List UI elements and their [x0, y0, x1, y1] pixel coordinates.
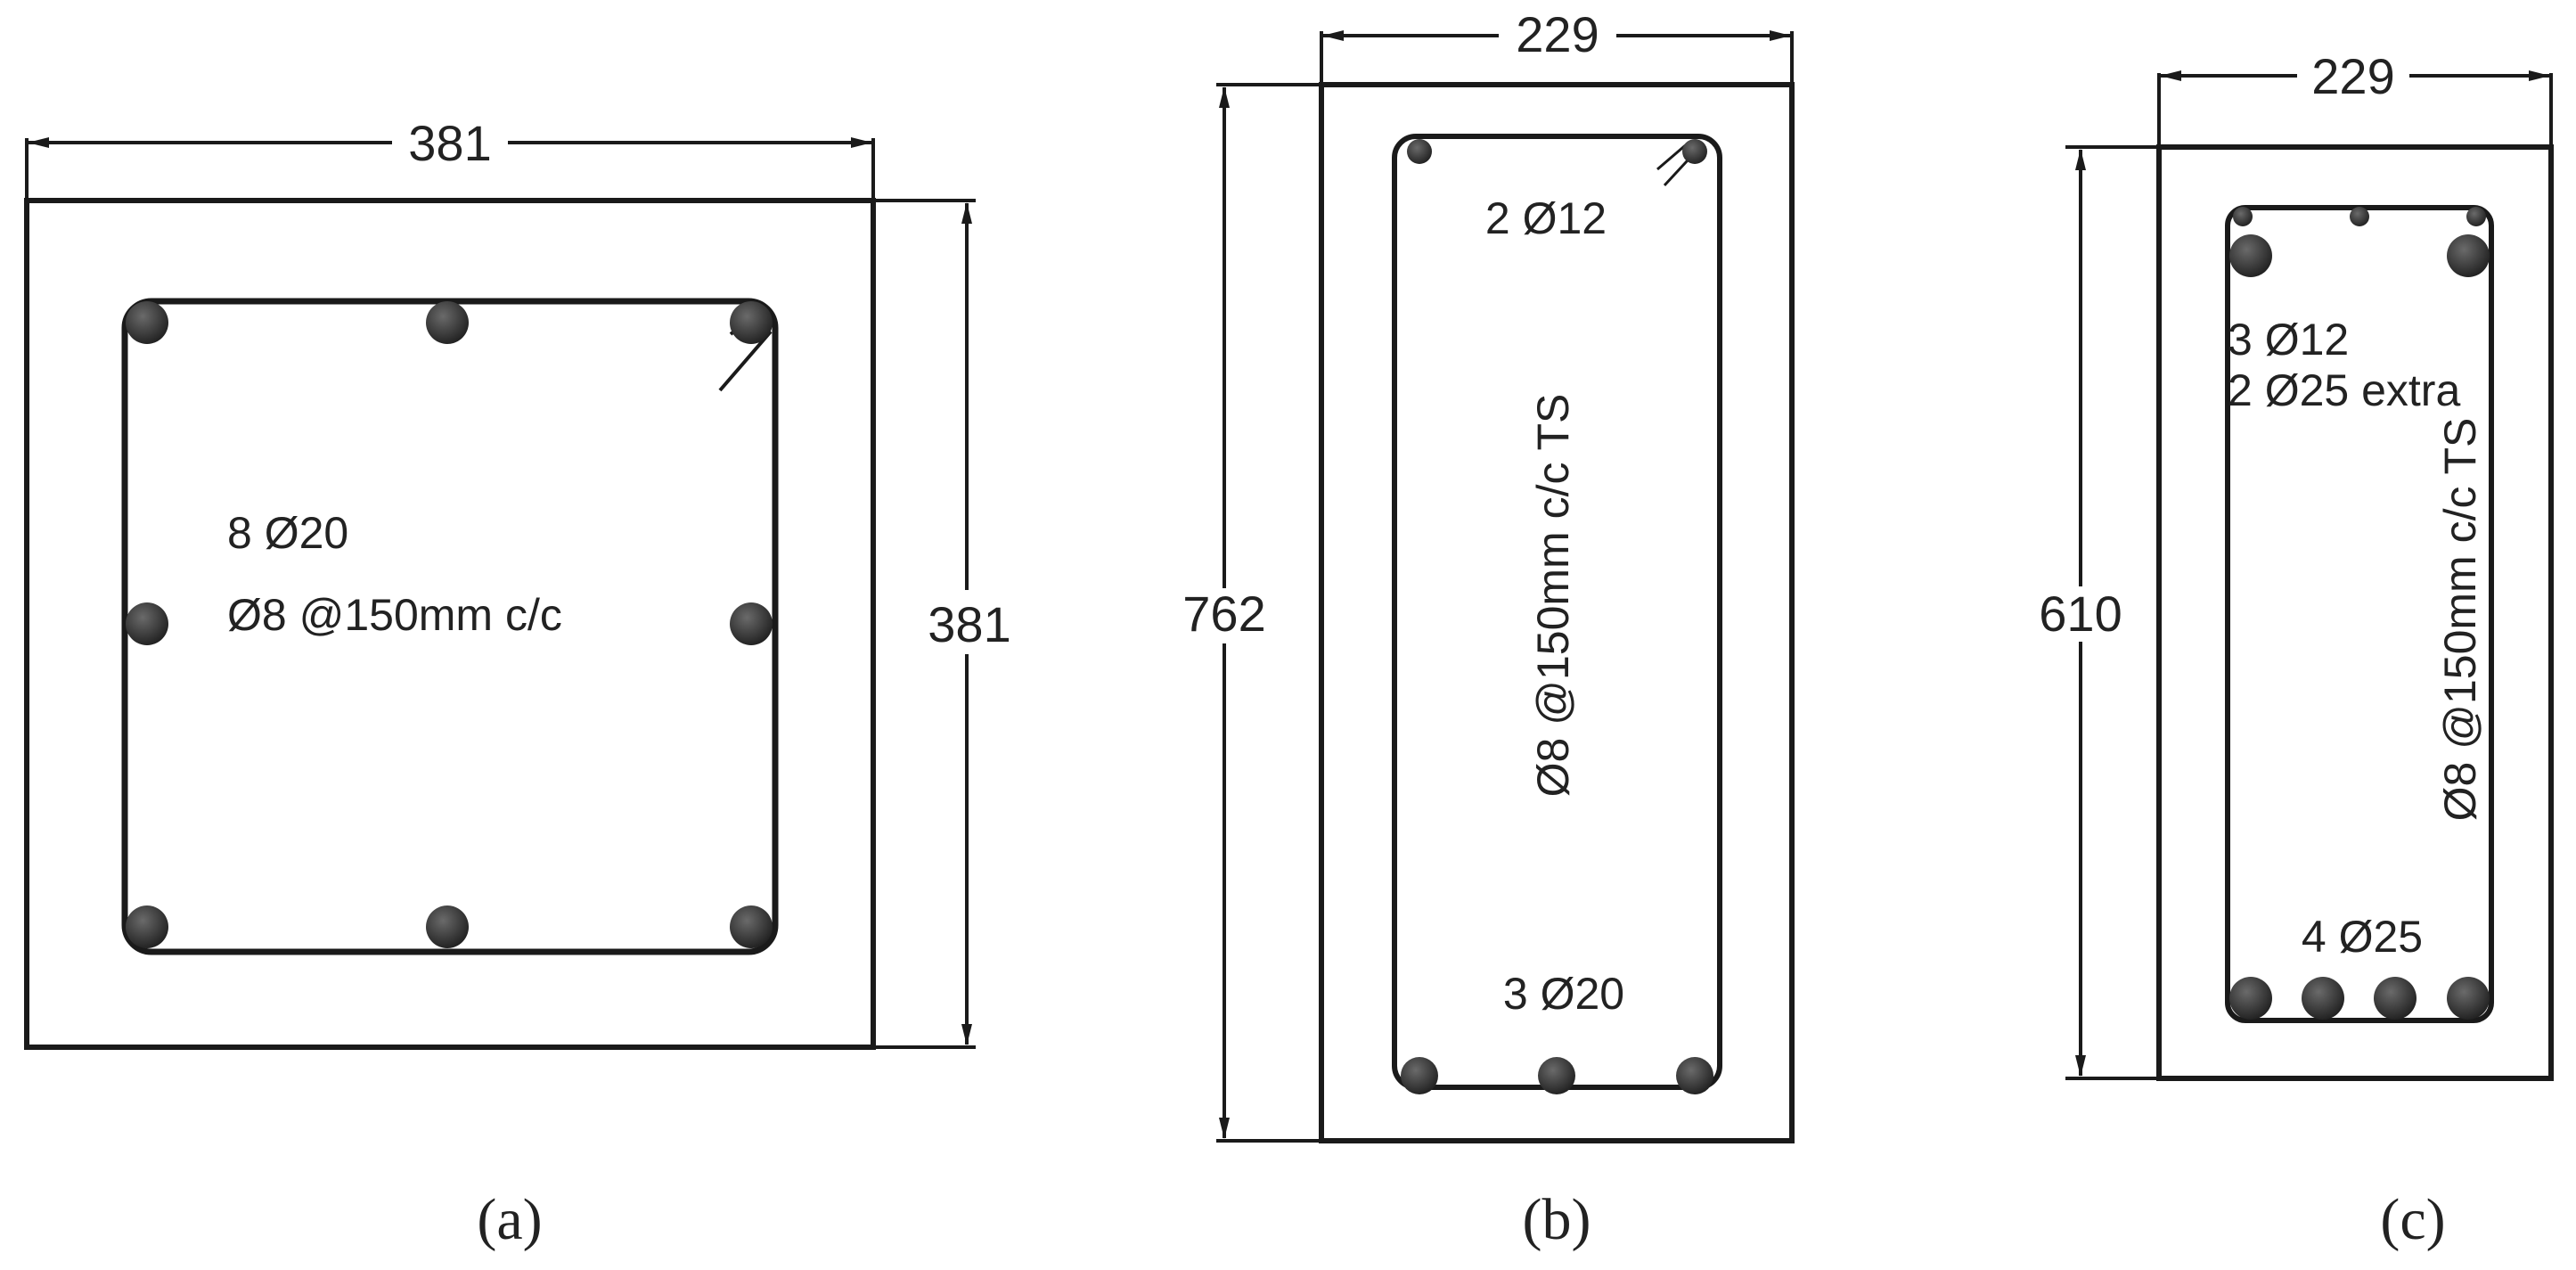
rebar: [126, 301, 168, 344]
panel-a: [24, 137, 976, 1050]
rebar: [1407, 139, 1432, 164]
stirrup-hook: [718, 330, 773, 392]
rebar: [426, 301, 469, 344]
dim-label-bg: [392, 109, 508, 173]
rebar: [2374, 977, 2417, 1020]
dim-width-a: 381: [408, 115, 491, 171]
dim-label-bg: [2297, 52, 2409, 103]
rebar: [1538, 1057, 1575, 1094]
caption-a: (a): [477, 1187, 542, 1252]
rebar: [730, 301, 773, 344]
rebar: [2302, 977, 2344, 1020]
rebar: [1682, 139, 1707, 164]
stirrup-a: [121, 298, 779, 955]
rebar: [1676, 1057, 1713, 1094]
rebar: [2447, 977, 2490, 1020]
stirrup-note-c: Ø8 @150mm c/c TS: [2435, 418, 2485, 822]
rebar: [2233, 207, 2253, 226]
section-outline-c: [2156, 144, 2554, 1081]
extra-bars-c: 2 Ø25 extra: [2228, 365, 2460, 415]
dim-height-a: 381: [928, 596, 1010, 652]
rebar: [2229, 977, 2272, 1020]
rebar: [2466, 207, 2486, 226]
dim-width-b: 229: [1516, 6, 1599, 62]
rebars-b: [1401, 139, 1713, 1094]
rebar: [730, 602, 773, 645]
caption-b: (b): [1523, 1187, 1591, 1252]
section-outline-a: [24, 198, 876, 1050]
dim-height-b: 762: [1182, 586, 1265, 642]
rebar: [730, 905, 773, 948]
rebar: [2447, 234, 2490, 277]
caption-c: (c): [2380, 1187, 2445, 1252]
stirrup-note-a: Ø8 @150mm c/c: [227, 590, 562, 640]
rebars-c: [2229, 207, 2490, 1020]
dim-height-c: 610: [2039, 586, 2122, 642]
rebar: [2350, 207, 2369, 226]
rebar: [426, 905, 469, 948]
bottom-bars-c: 4 Ø25: [2302, 912, 2423, 962]
panel-b: [1216, 30, 1795, 1143]
dim-label-bg: [920, 590, 1018, 654]
section-outline-b: [1319, 82, 1795, 1143]
bottom-bars-b: 3 Ø20: [1503, 969, 1624, 1019]
stirrup-note-b: Ø8 @150mm c/c TS: [1528, 394, 1578, 798]
dim-label-bg: [2040, 586, 2121, 642]
dim-width-c: 229: [2311, 48, 2394, 104]
rebars-a: [126, 301, 773, 948]
dim-label-bg: [1499, 7, 1616, 59]
bar-note-a: 8 Ø20: [227, 508, 348, 558]
rebar: [126, 905, 168, 948]
rebar: [1401, 1057, 1438, 1094]
rebar: [2229, 234, 2272, 277]
top-bars-b: 2 Ø12: [1485, 193, 1607, 243]
rebar: [126, 602, 168, 645]
top-bars-c: 3 Ø12: [2228, 315, 2349, 365]
dim-label-bg: [1174, 588, 1274, 643]
